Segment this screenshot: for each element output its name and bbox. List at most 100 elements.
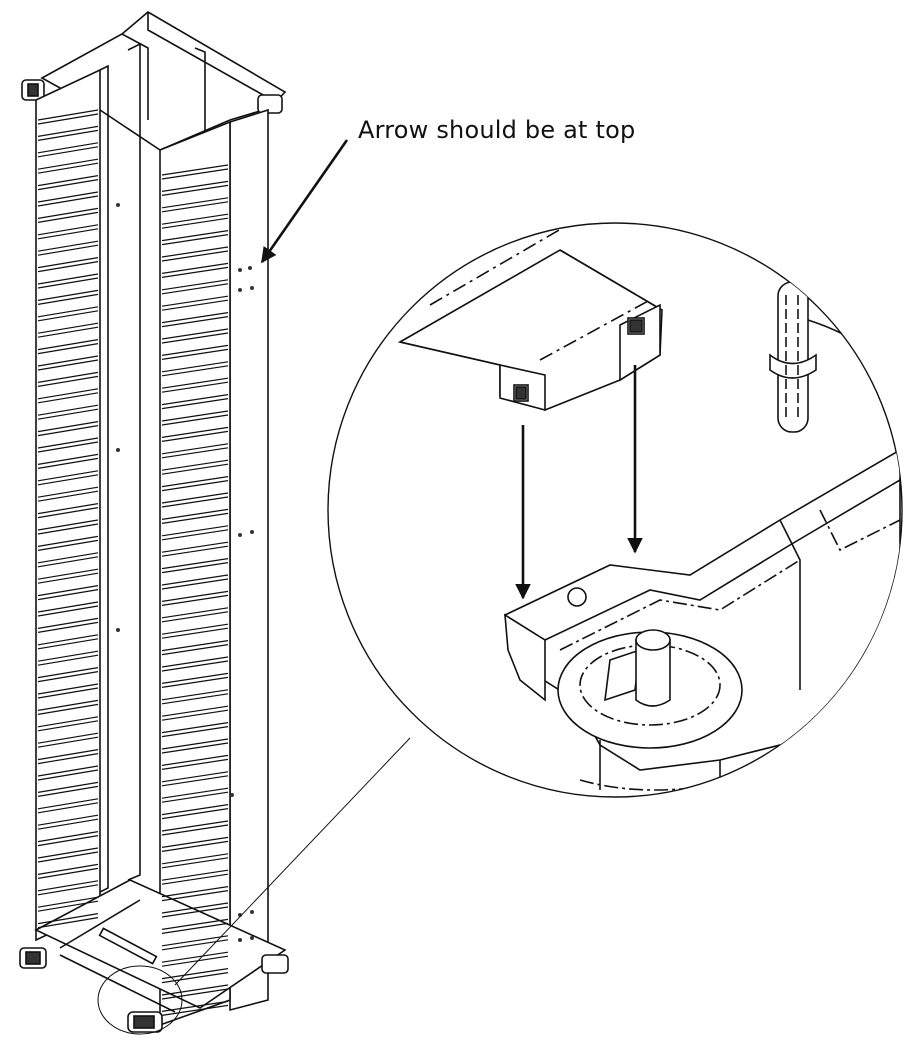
slot-rib bbox=[37, 880, 99, 896]
mounting-hole bbox=[230, 793, 234, 797]
slot-rib bbox=[37, 355, 99, 371]
mounting-hole bbox=[250, 286, 254, 290]
slot-rib bbox=[37, 765, 99, 781]
magnified-detail bbox=[327, 222, 903, 798]
slot-rib bbox=[37, 568, 99, 584]
slot-rib bbox=[37, 650, 99, 666]
slot-rib bbox=[161, 426, 229, 442]
slot-rib bbox=[37, 781, 99, 797]
slot-rib bbox=[161, 558, 229, 574]
slot-rib bbox=[37, 535, 99, 551]
slot-rib bbox=[37, 503, 99, 519]
slot-rib bbox=[37, 519, 99, 535]
slot-rib bbox=[161, 869, 229, 885]
slot-rib bbox=[161, 197, 229, 213]
slot-rib bbox=[37, 683, 99, 699]
detail-leader-line bbox=[174, 737, 411, 986]
slot-rib bbox=[37, 191, 99, 207]
slot-rib bbox=[161, 262, 229, 278]
slot-rib bbox=[37, 175, 99, 191]
slot-rib bbox=[37, 896, 99, 912]
slot-rib bbox=[37, 306, 99, 322]
slot-rib bbox=[161, 705, 229, 721]
slot-rib bbox=[161, 902, 229, 918]
slot-rib bbox=[161, 623, 229, 639]
slot-rib bbox=[37, 109, 99, 125]
rack-base bbox=[34, 879, 287, 1009]
mounting-hole bbox=[238, 533, 242, 537]
slot-rib bbox=[161, 984, 229, 1000]
mounting-hole bbox=[116, 628, 120, 632]
slot-rib bbox=[161, 180, 229, 196]
slot-rib bbox=[161, 164, 229, 180]
slot-rib bbox=[161, 246, 229, 262]
rack-front-panel bbox=[229, 108, 269, 1012]
slot-rib bbox=[37, 142, 99, 158]
slot-rib bbox=[161, 394, 229, 410]
slot-rib bbox=[161, 295, 229, 311]
slot-rib bbox=[37, 552, 99, 568]
rack-detail-circle bbox=[97, 965, 183, 1035]
slot-rib bbox=[161, 836, 229, 852]
slot-rib bbox=[37, 421, 99, 437]
slot-rib bbox=[161, 377, 229, 393]
slot-rib bbox=[161, 820, 229, 836]
slot-rib bbox=[37, 224, 99, 240]
slot-rib bbox=[161, 771, 229, 787]
slot-rib bbox=[37, 814, 99, 830]
slot-rib bbox=[37, 617, 99, 633]
slot-rib bbox=[161, 804, 229, 820]
callout-note: Arrow should be at top bbox=[358, 116, 636, 144]
slot-rib bbox=[161, 361, 229, 377]
slot-rib bbox=[161, 886, 229, 902]
slot-rib bbox=[161, 672, 229, 688]
slot-rib bbox=[161, 951, 229, 967]
slot-rib bbox=[161, 279, 229, 295]
slot-rib bbox=[161, 754, 229, 770]
mounting-hole bbox=[116, 448, 120, 452]
slot-rib bbox=[161, 787, 229, 803]
slot-rib bbox=[37, 585, 99, 601]
mounting-hole bbox=[248, 266, 252, 270]
slot-rib bbox=[161, 853, 229, 869]
slot-rib bbox=[161, 1000, 229, 1016]
slot-rib bbox=[161, 492, 229, 508]
foot-post bbox=[635, 639, 671, 707]
slot-rib bbox=[37, 388, 99, 404]
slot-rib bbox=[161, 656, 229, 672]
slot-rib bbox=[161, 640, 229, 656]
mounting-hole bbox=[238, 288, 242, 292]
slot-rib bbox=[161, 689, 229, 705]
slot-rib bbox=[37, 486, 99, 502]
slot-rib bbox=[37, 667, 99, 683]
slot-rib bbox=[161, 443, 229, 459]
mounting-hole bbox=[250, 910, 254, 914]
slot-rib bbox=[161, 213, 229, 229]
mounting-hole bbox=[250, 936, 254, 940]
slot-rib bbox=[37, 125, 99, 141]
rack-right-cable-manager bbox=[159, 120, 231, 1027]
slot-rib bbox=[37, 831, 99, 847]
rack-left-ribs bbox=[37, 109, 99, 929]
slot-rib bbox=[37, 634, 99, 650]
slot-rib bbox=[37, 207, 99, 223]
slot-rib bbox=[161, 508, 229, 524]
slot-rib bbox=[37, 371, 99, 387]
slot-rib bbox=[37, 847, 99, 863]
slot-rib bbox=[161, 525, 229, 541]
slot-rib bbox=[161, 459, 229, 475]
u-bracket bbox=[397, 223, 663, 412]
slot-rib bbox=[37, 339, 99, 355]
slot-rib bbox=[37, 470, 99, 486]
slot-rib bbox=[37, 257, 99, 273]
slot-rib bbox=[161, 312, 229, 328]
slot-rib bbox=[37, 601, 99, 617]
slot-rib bbox=[37, 240, 99, 256]
slot-rib bbox=[37, 404, 99, 420]
slot-rib bbox=[161, 344, 229, 360]
slot-rib bbox=[161, 541, 229, 557]
slot-rib bbox=[161, 574, 229, 590]
slot-rib bbox=[161, 968, 229, 984]
down-left-arrow-icon bbox=[260, 139, 349, 264]
